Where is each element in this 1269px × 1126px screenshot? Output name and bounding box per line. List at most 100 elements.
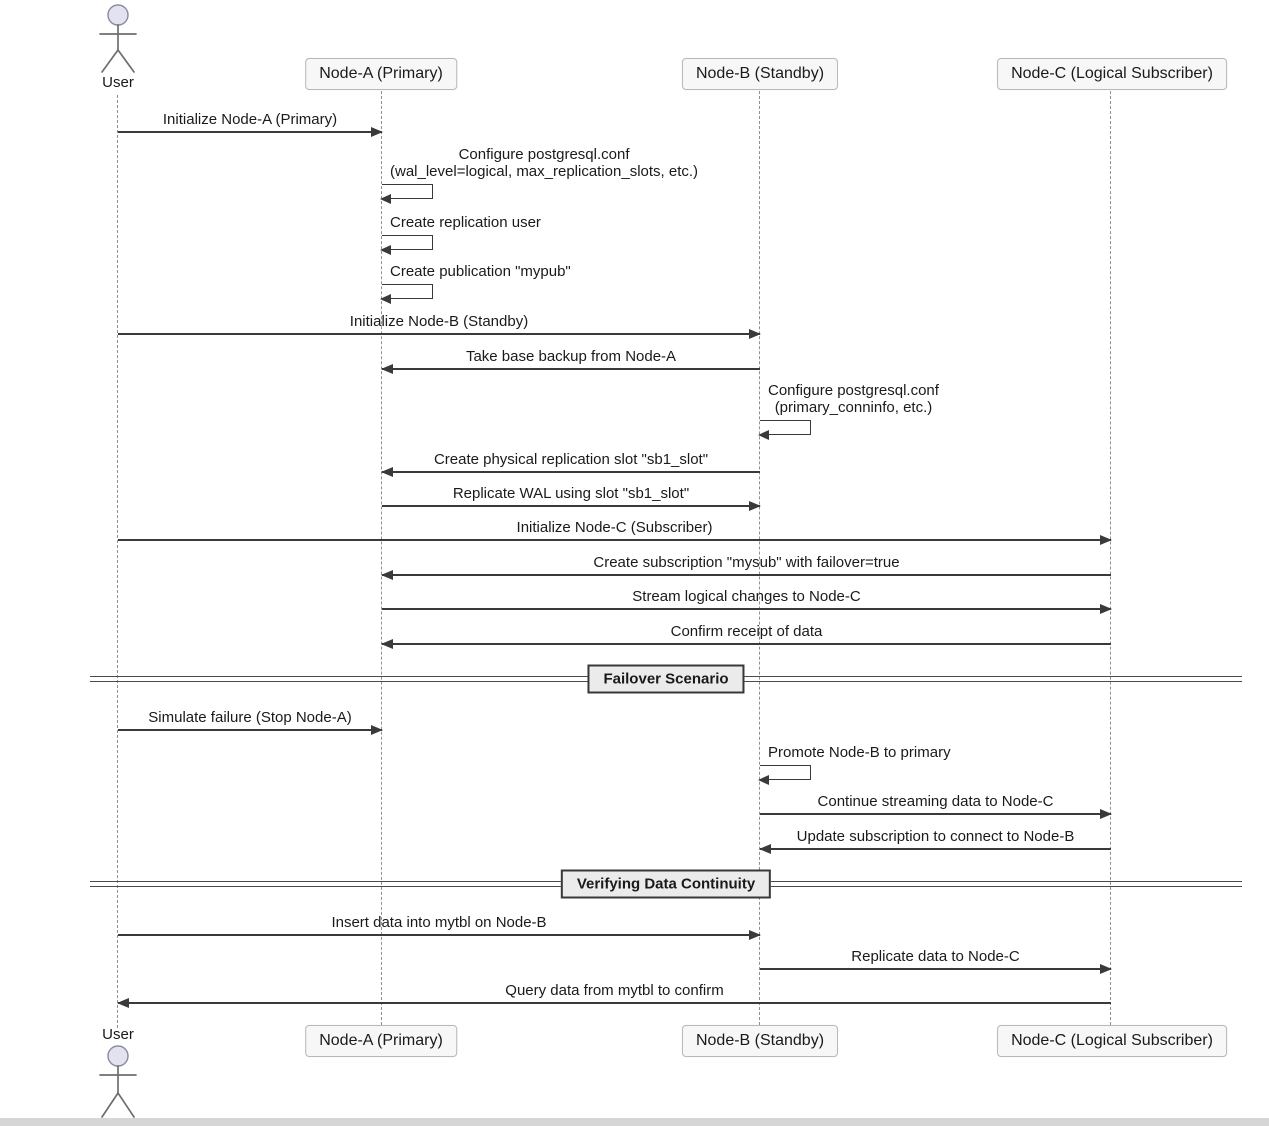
participant-node-b-bottom: Node-B (Standby) [681,1025,839,1057]
message-confirm-receipt: Confirm receipt of data [381,623,1111,649]
message-label: Create subscription "mysub" with failove… [593,554,900,571]
message-label: Configure postgresql.conf (primary_conni… [768,382,939,416]
self-message-promote-node-b: Promote Node-B to primary [758,744,951,785]
actor-user-label: User [102,1026,134,1043]
message-label: Initialize Node-C (Subscriber) [516,519,713,536]
message-label: Promote Node-B to primary [768,744,951,761]
arrowhead-right-icon [749,501,761,511]
self-message-create-replication-user: Create replication user [380,214,541,255]
message-label: Stream logical changes to Node-C [632,588,861,605]
message-initialize-node-c: Initialize Node-C (Subscriber) [118,519,1112,545]
self-message-create-publication: Create publication "mypub" [380,263,571,304]
user-icon [99,4,137,73]
actor-user-bottom: User [94,1026,142,1119]
message-label: Query data from mytbl to confirm [505,982,724,999]
message-line [759,844,1111,854]
message-insert-data: Insert data into mytbl on Node-B [118,914,761,940]
participant-node-c-bottom: Node-C (Logical Subscriber) [997,1025,1227,1057]
divider-label: Verifying Data Continuity [560,869,772,899]
message-update-subscription: Update subscription to connect to Node-B [759,828,1111,854]
arrowhead-right-icon [749,329,761,339]
message-query-data: Query data from mytbl to confirm [117,982,1111,1008]
arrowhead-left-icon [381,364,393,374]
message-line [382,604,1112,614]
message-label: Initialize Node-A (Primary) [162,111,338,128]
message-continue-streaming: Continue streaming data to Node-C [760,793,1112,819]
self-loop [380,284,433,304]
self-loop [758,765,811,785]
lifeline-node-b [759,91,760,1025]
message-label: Confirm receipt of data [670,623,823,640]
message-label: Update subscription to connect to Node-B [796,828,1075,845]
message-line [117,998,1111,1008]
participant-node-c-top: Node-C (Logical Subscriber) [997,58,1227,90]
message-simulate-failure: Simulate failure (Stop Node-A) [118,709,383,735]
self-loop [758,420,811,440]
message-line [118,930,761,940]
message-line [381,570,1111,580]
participant-node-a-top: Node-A (Primary) [305,58,457,90]
message-create-subscription: Create subscription "mysub" with failove… [381,554,1111,580]
participant-node-a-bottom: Node-A (Primary) [305,1025,457,1057]
message-initialize-node-b: Initialize Node-B (Standby) [118,313,761,339]
arrowhead-right-icon [1100,964,1112,974]
arrowhead-right-icon [1100,535,1112,545]
arrowhead-left-icon [380,245,391,255]
arrowhead-left-icon [381,639,393,649]
arrowhead-left-icon [758,430,769,440]
arrowhead-left-icon [381,570,393,580]
window-bottom-edge [0,1118,1269,1126]
self-loop [380,184,433,204]
arrowhead-left-icon [758,775,769,785]
message-line [118,535,1112,545]
arrowhead-right-icon [371,725,383,735]
arrowhead-left-icon [759,844,771,854]
message-label: Create replication user [390,214,541,231]
arrowhead-left-icon [117,998,129,1008]
message-line [760,809,1112,819]
self-message-configure-node-b: Configure postgresql.conf (primary_conni… [758,382,939,440]
message-label: Create publication "mypub" [390,263,571,280]
arrowhead-left-icon [381,467,393,477]
message-line [381,467,760,477]
arrowhead-left-icon [380,194,391,204]
message-take-base-backup: Take base backup from Node-A [381,348,760,374]
message-label: Insert data into mytbl on Node-B [331,914,547,931]
lifeline-node-c [1110,91,1111,1025]
message-line [118,329,761,339]
message-label: Replicate data to Node-C [851,948,1020,965]
message-label: Simulate failure (Stop Node-A) [148,709,352,726]
divider-label: Failover Scenario [587,664,745,694]
message-label: Continue streaming data to Node-C [817,793,1054,810]
message-replicate-data: Replicate data to Node-C [760,948,1112,974]
message-label: Configure postgresql.conf (wal_level=log… [390,146,699,180]
divider-failover-scenario: Failover Scenario [90,664,1242,694]
user-icon [99,1045,137,1118]
arrowhead-left-icon [380,294,391,304]
participant-node-b-top: Node-B (Standby) [681,58,839,90]
message-line [382,501,761,511]
message-replicate-wal: Replicate WAL using slot "sb1_slot" [382,485,761,511]
arrowhead-right-icon [1100,604,1112,614]
arrowhead-right-icon [371,127,383,137]
message-initialize-node-a: Initialize Node-A (Primary) [118,111,383,137]
message-stream-logical-changes: Stream logical changes to Node-C [382,588,1112,614]
actor-user-top: User [94,4,142,91]
lifeline-user [117,95,118,1028]
message-label: Initialize Node-B (Standby) [349,313,529,330]
actor-user-label: User [102,74,134,91]
message-label: Replicate WAL using slot "sb1_slot" [452,485,690,502]
self-loop [380,235,433,255]
message-line [118,127,383,137]
self-message-configure-node-a: Configure postgresql.conf (wal_level=log… [380,146,699,204]
arrowhead-right-icon [1100,809,1112,819]
message-create-physical-slot: Create physical replication slot "sb1_sl… [381,451,760,477]
message-label: Create physical replication slot "sb1_sl… [433,451,709,468]
lifeline-node-a [381,91,382,1025]
message-label: Take base backup from Node-A [465,348,677,365]
message-line [760,964,1112,974]
arrowhead-right-icon [749,930,761,940]
message-line [381,364,760,374]
message-line [118,725,383,735]
